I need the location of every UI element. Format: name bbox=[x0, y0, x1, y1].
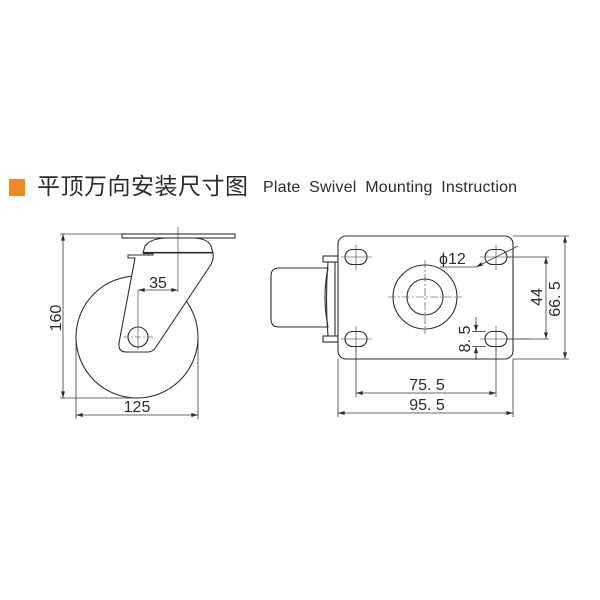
side-view: 35 160 125 bbox=[48, 227, 236, 419]
hole-diameter-label: ϕ12 bbox=[439, 251, 466, 268]
mounting-plate bbox=[337, 235, 514, 360]
hole-diameter-leader bbox=[475, 245, 519, 268]
height-dimension-label: 160 bbox=[48, 305, 65, 332]
title-english: Plate Swivel Mounting Instruction bbox=[263, 179, 518, 196]
wheel-side-block bbox=[270, 267, 329, 328]
fork-tab-bottom bbox=[322, 335, 339, 343]
slot-width-label: 8. 5 bbox=[457, 326, 474, 353]
fork-strip bbox=[325, 261, 336, 337]
fork-outline bbox=[118, 252, 214, 353]
top-view: ϕ12 44 66. 5 8. 5 75. 5 95. 5 bbox=[270, 235, 569, 417]
plate-width-label: 95. 5 bbox=[409, 397, 445, 414]
title-marker-square bbox=[9, 179, 25, 196]
hole-spacing-v-label: 44 bbox=[529, 288, 546, 306]
hole-spacing-h-label: 75. 5 bbox=[409, 377, 445, 394]
plate-height-label: 66. 5 bbox=[547, 281, 564, 317]
wheel-diameter-label: 125 bbox=[124, 399, 151, 416]
offset-dimension-label: 35 bbox=[149, 275, 167, 292]
side-top-plate bbox=[121, 233, 236, 239]
title-chinese: 平顶万向安装尺寸图 bbox=[37, 174, 249, 200]
fork-tab-top bbox=[322, 255, 339, 263]
